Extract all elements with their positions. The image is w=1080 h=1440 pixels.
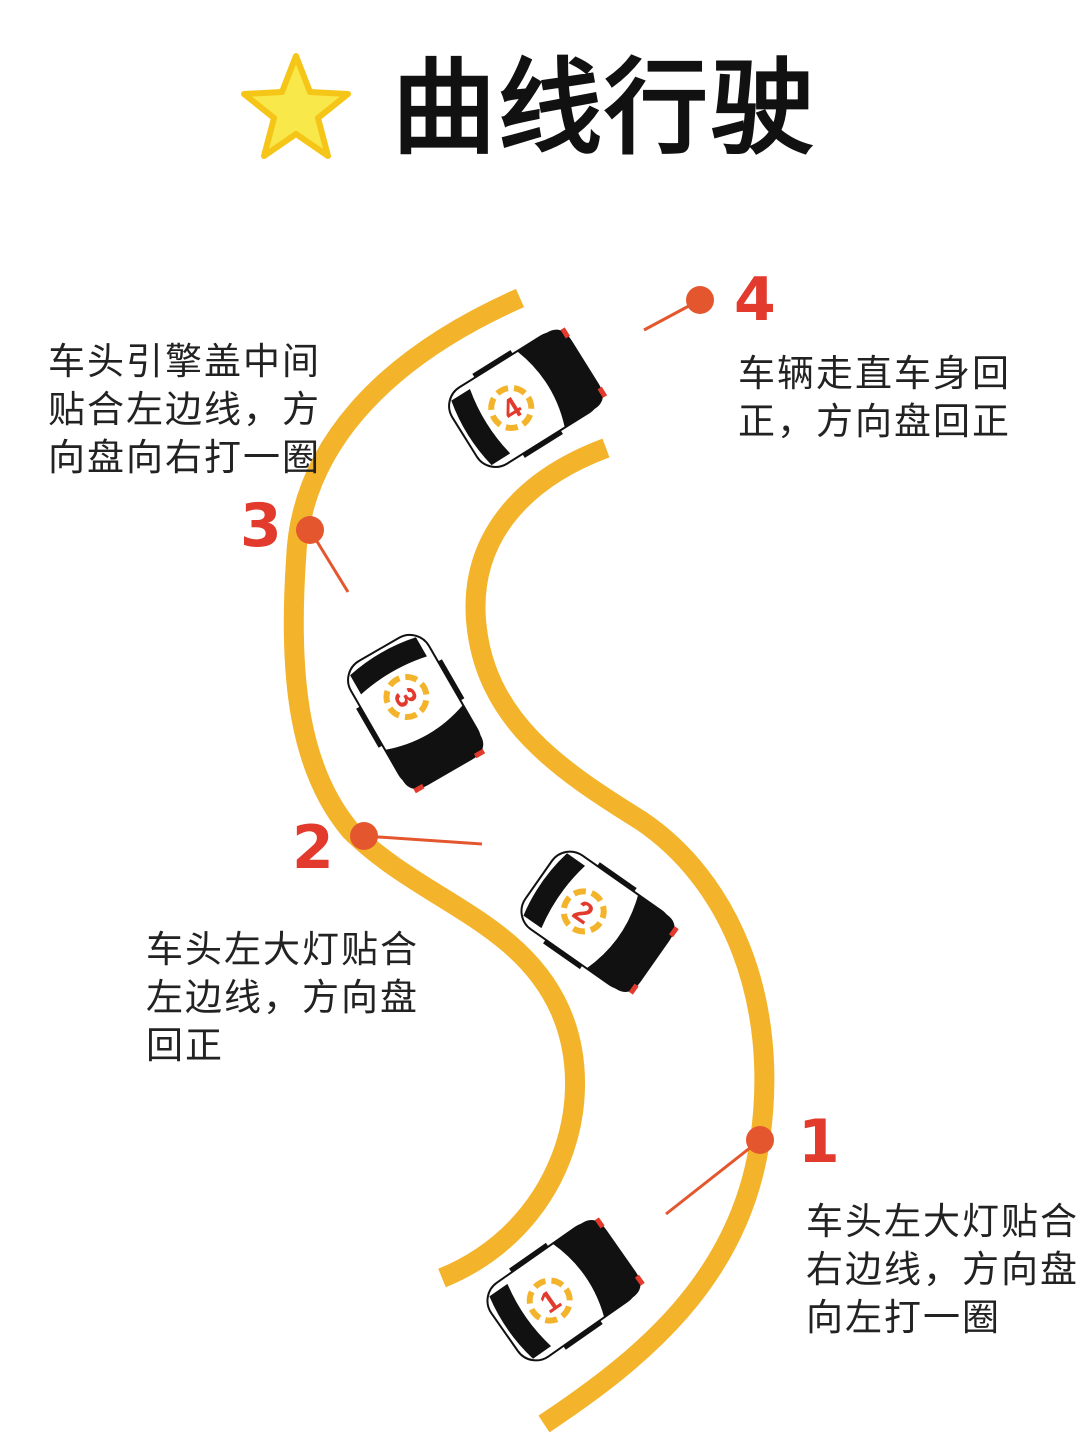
step-3-line-1: 车头引擎盖中间 (48, 340, 321, 383)
step-number-2: 2 (292, 813, 334, 883)
step-1-line-3: 向左打一圈 (806, 1296, 1001, 1339)
marker-line-1 (665, 1138, 761, 1216)
step-4-line-2: 正，方向盘回正 (738, 400, 1011, 443)
step-description-1: 车头左大灯贴合 右边线，方向盘 向左打一圈 (806, 1198, 1079, 1342)
road-right-boundary (465, 438, 775, 1433)
road-left-boundary (283, 288, 586, 1288)
marker-line-2 (363, 834, 483, 846)
step-4-line-1: 车辆走直车身回 (738, 352, 1011, 395)
marker-dot-4 (686, 286, 714, 314)
car-1: 1 (478, 1212, 649, 1371)
page-title: 曲线行驶 (392, 47, 817, 169)
title-bar: 曲线行驶 (0, 40, 1080, 180)
step-3-line-2: 贴合左边线，方 (48, 388, 321, 431)
step-3-line-3: 向盘向右打一圈 (48, 436, 321, 479)
step-2-line-2: 左边线，方向盘 (146, 976, 419, 1019)
marker-dot-1 (746, 1126, 774, 1154)
step-2-line-1: 车头左大灯贴合 (146, 928, 419, 971)
step-number-1: 1 (798, 1107, 840, 1177)
car-2: 2 (512, 841, 683, 1000)
step-2-line-3: 回正 (146, 1024, 224, 1067)
step-number-3: 3 (240, 491, 282, 561)
step-description-2: 车头左大灯贴合 左边线，方向盘 回正 (146, 926, 419, 1070)
car-3: 3 (338, 626, 491, 797)
step-1-line-2: 右边线，方向盘 (806, 1248, 1079, 1291)
marker-dot-3 (296, 516, 324, 544)
step-number-4: 4 (734, 265, 776, 335)
step-description-4: 车辆走直车身回 正，方向盘回正 (738, 350, 1011, 446)
step-description-3: 车头引擎盖中间 贴合左边线，方 向盘向右打一圈 (48, 338, 321, 482)
marker-dot-2 (350, 822, 378, 850)
star-icon (241, 53, 351, 159)
step-1-line-1: 车头左大灯贴合 (806, 1200, 1079, 1243)
car-4: 4 (440, 321, 611, 476)
